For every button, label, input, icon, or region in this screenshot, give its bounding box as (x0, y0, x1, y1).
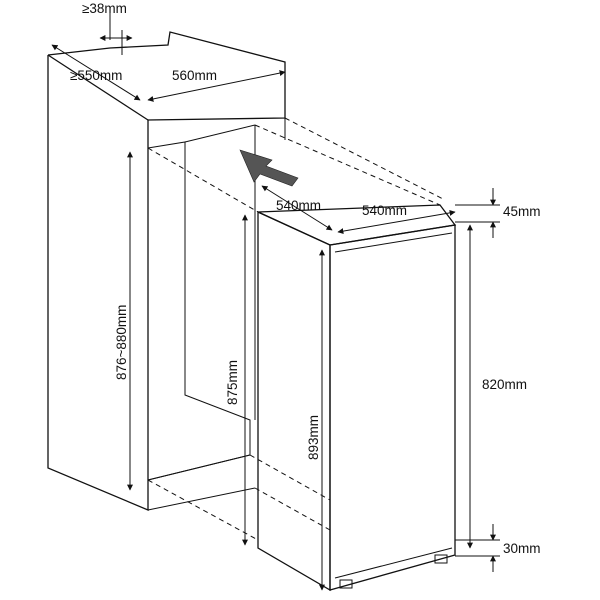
label-door-top-gap: 45mm (503, 204, 541, 219)
label-appliance-depth: 540mm (276, 198, 321, 213)
door-gap-top (334, 232, 453, 253)
cabinet-opening (147, 141, 251, 481)
insert-arrow-icon (239, 149, 299, 187)
alignment-lines (147, 117, 446, 541)
cabinet-inner-floor (147, 454, 251, 481)
foot-right (434, 554, 448, 564)
dim-door-top-gap (455, 188, 500, 238)
appliance-side (257, 210, 331, 592)
dim-cabinet-depth (51, 44, 141, 101)
cabinet-outline (47, 31, 286, 511)
cabinet-top-edge (47, 54, 149, 121)
label-clearance-top: ≥38mm (82, 1, 127, 16)
label-cabinet-depth: ≥550mm (70, 68, 122, 83)
label-appliance-width: 540mm (362, 203, 407, 218)
appliance-door (329, 224, 456, 591)
appliance (257, 204, 457, 592)
label-door-bottom-gap: 30mm (503, 541, 541, 556)
dim-door-bottom-gap (455, 524, 500, 572)
label-door-mid: 820mm (482, 377, 527, 392)
cabinet-floor-front (147, 487, 256, 511)
dim-appliance-depth (261, 185, 333, 231)
dim-niche-width (147, 70, 286, 102)
label-appliance-height: 875mm (225, 360, 240, 405)
foot-left (339, 579, 353, 589)
label-niche-height: 876~880mm (114, 305, 129, 380)
cabinet (47, 31, 286, 511)
label-door-height: 893mm (306, 415, 321, 460)
cabinet-inner-top (184, 124, 256, 143)
door-gap-bottom (334, 547, 453, 579)
dim-appliance-width (337, 209, 456, 235)
label-niche-width: 560mm (172, 68, 217, 83)
